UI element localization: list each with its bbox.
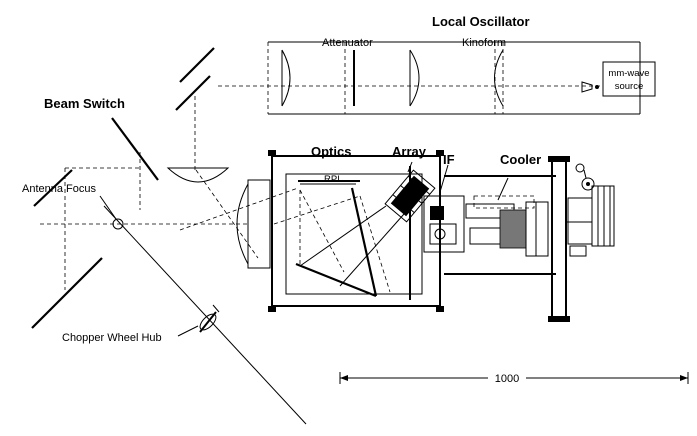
- rpi-label: RPI: [324, 174, 340, 185]
- chopper-wheel-hub-label: Chopper Wheel Hub: [62, 332, 162, 344]
- dewar-housing: [268, 150, 444, 312]
- central-optics: [166, 167, 299, 269]
- lo-lens-1: [281, 49, 291, 107]
- array-label: Array: [392, 144, 427, 159]
- beam-switch-mirror-lower: [33, 169, 73, 207]
- if-section: [409, 164, 465, 300]
- scale-bar: [339, 370, 689, 386]
- chopper-wheel-hub: [199, 304, 220, 333]
- antenna-focus-label: Antenna Focus: [22, 183, 96, 195]
- entrance-window-lens: [236, 183, 249, 265]
- local-oscillator-label: Local Oscillator: [432, 14, 530, 29]
- beam-switch-mirror-bottom: [31, 257, 103, 329]
- beam-switch-label: Beam Switch: [44, 96, 125, 111]
- coupling-lens: [166, 167, 230, 183]
- lo-fold-mirror-right: [175, 75, 211, 111]
- scale-label: 1000: [495, 373, 519, 385]
- kinoform-lens: [494, 49, 504, 107]
- cooler-assembly: [444, 156, 615, 322]
- optics-mirror-diagonal: [295, 262, 377, 298]
- mm-wave-source-line1: mm-wave: [608, 68, 649, 79]
- lo-lens-2: [409, 49, 420, 107]
- beam-switch-mirror-upper: [111, 117, 159, 181]
- kinoform-label: Kinoform: [462, 37, 506, 49]
- lo-feed-horn: [581, 81, 593, 93]
- beam-switch-assembly: [31, 47, 248, 329]
- lo-fold-mirror-left: [179, 47, 215, 83]
- local-oscillator-assembly: mm-wave source: [218, 41, 656, 115]
- chopper-wheel-line: [103, 205, 307, 425]
- mm-wave-source-line2: source: [615, 81, 644, 92]
- optics-label: Optics: [311, 144, 351, 159]
- cooler-label: Cooler: [500, 152, 541, 167]
- mm-wave-source-box: [602, 61, 656, 97]
- antenna-focus-marker: [112, 218, 124, 230]
- if-label: IF: [443, 152, 455, 167]
- attenuator-label: Attenuator: [322, 37, 373, 49]
